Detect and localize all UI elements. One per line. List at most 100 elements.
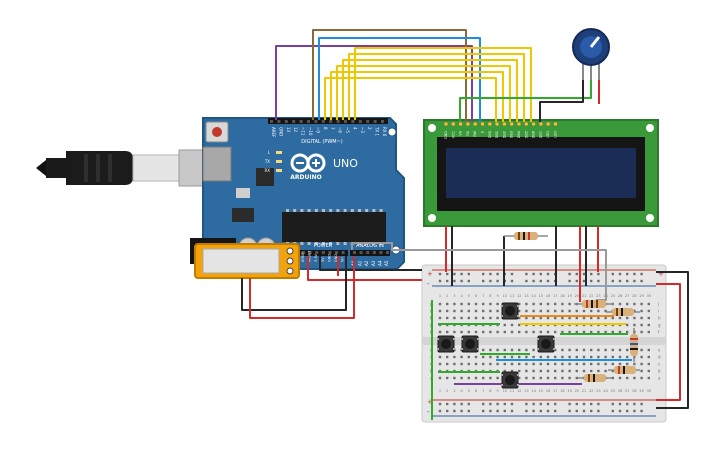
column-number: 8 — [489, 294, 491, 298]
power-pin-label: GND — [334, 254, 338, 262]
power-pin-label: GND — [327, 254, 331, 262]
mounting-hole — [646, 214, 654, 222]
digital-pin-label: ~3 — [360, 127, 365, 133]
pushbutton-icon[interactable] — [461, 335, 479, 353]
column-number: 25 — [611, 389, 615, 393]
pushbutton-icon[interactable] — [501, 371, 519, 389]
wire-yellow — [342, 59, 518, 122]
column-number: 29 — [639, 389, 643, 393]
lcd-pin-label: RW — [473, 130, 477, 136]
resistor[interactable] — [630, 328, 638, 362]
column-number: 22 — [589, 389, 593, 393]
column-number: 13 — [524, 294, 528, 298]
column-number: 21 — [582, 294, 586, 298]
resistor[interactable] — [606, 308, 640, 316]
column-number: 9 — [496, 294, 498, 298]
column-number: 5 — [468, 389, 470, 393]
row-letter: h — [658, 316, 661, 321]
power-pin-label: 5V — [321, 257, 325, 262]
row-letter: i — [430, 309, 431, 314]
digital-pin-label: 8 — [323, 127, 328, 130]
usb-chip — [256, 168, 274, 186]
analog-pin-label: A3 — [371, 260, 376, 266]
usb-b-cable-icon[interactable] — [36, 149, 206, 187]
usb-jack — [202, 146, 232, 182]
analog-pin-label: A2 — [364, 260, 369, 266]
column-number: 17 — [553, 294, 557, 298]
pushbutton-icon[interactable] — [501, 302, 519, 320]
digital-pin-label: 7 — [330, 127, 335, 130]
reset-button-cap — [212, 127, 222, 137]
column-number: 26 — [618, 294, 622, 298]
column-number: 19 — [567, 389, 571, 393]
column-number: 2 — [446, 389, 448, 393]
column-number: 23 — [596, 389, 600, 393]
column-number: 12 — [517, 294, 521, 298]
wires — [241, 29, 689, 420]
column-number: 15 — [539, 294, 543, 298]
lcd-pin-label: DB5 — [524, 131, 528, 138]
column-number: 13 — [524, 389, 528, 393]
column-number: 30 — [647, 294, 651, 298]
column-number: 25 — [611, 294, 615, 298]
rail-plus-label: + — [427, 270, 433, 278]
resistor[interactable] — [608, 366, 640, 374]
pushbutton-icon[interactable] — [437, 335, 455, 353]
digital-pin-label: AREF — [271, 127, 276, 138]
column-number: 20 — [575, 294, 579, 298]
row-letter: c — [658, 362, 660, 367]
mounting-hole — [428, 214, 436, 222]
microcontroller-chip — [282, 212, 386, 242]
battery-pack[interactable] — [194, 243, 300, 279]
power-pin-label: 3.3V — [314, 253, 318, 262]
column-number: 8 — [489, 389, 491, 393]
row-letter: g — [658, 323, 661, 328]
brand-label: ARDUINO — [290, 174, 321, 181]
resistor[interactable] — [574, 300, 614, 308]
lcd-pin-label: LED — [546, 131, 550, 138]
lcd-pin-label: DB3 — [510, 131, 514, 138]
wire-yellow — [324, 77, 497, 122]
lcd-pin-label: E — [481, 131, 485, 133]
digital-pin-label: GND — [278, 127, 283, 136]
digital-pin-label: ~11 — [301, 127, 306, 136]
column-number: 7 — [482, 294, 484, 298]
power-header-label: POWER — [314, 243, 333, 249]
analog-pin-label: A4 — [377, 260, 382, 266]
lcd-pin-label: DB4 — [517, 130, 521, 138]
pushbutton-icon[interactable] — [537, 335, 555, 353]
resistor[interactable] — [504, 232, 548, 240]
analog-pin-label: A1 — [358, 260, 363, 266]
potentiometer-icon[interactable] — [572, 28, 610, 82]
column-number: 6 — [475, 389, 477, 393]
resistor[interactable] — [578, 374, 612, 382]
column-number: 30 — [647, 389, 651, 393]
lcd-pin-label: VCC — [451, 130, 455, 138]
lcd-screen — [446, 148, 636, 198]
row-letter: i — [658, 309, 659, 314]
led-label: RX — [264, 168, 270, 173]
power-pin-label: IOREF — [301, 252, 305, 262]
column-number: 16 — [546, 389, 550, 393]
row-letter: d — [658, 355, 661, 360]
wire-yellow — [336, 65, 511, 122]
row-letter: j — [429, 302, 431, 307]
lcd-pin-label: DB0 — [488, 131, 492, 138]
column-number: 7 — [482, 389, 484, 393]
digital-pin-label: 13 — [286, 127, 291, 133]
wire-black — [319, 256, 422, 271]
column-number: 1 — [439, 294, 441, 298]
column-number: 18 — [560, 294, 564, 298]
regulator — [232, 208, 254, 222]
chip-pins — [286, 209, 383, 212]
column-number: 2 — [446, 294, 448, 298]
wire-black — [656, 271, 689, 409]
column-number: 24 — [603, 389, 608, 393]
mounting-hole — [646, 124, 654, 132]
rail-plus-label: + — [427, 398, 433, 406]
power-pin-label: RESET — [308, 250, 312, 262]
column-number: 4 — [460, 294, 463, 298]
column-number: 28 — [632, 389, 636, 393]
